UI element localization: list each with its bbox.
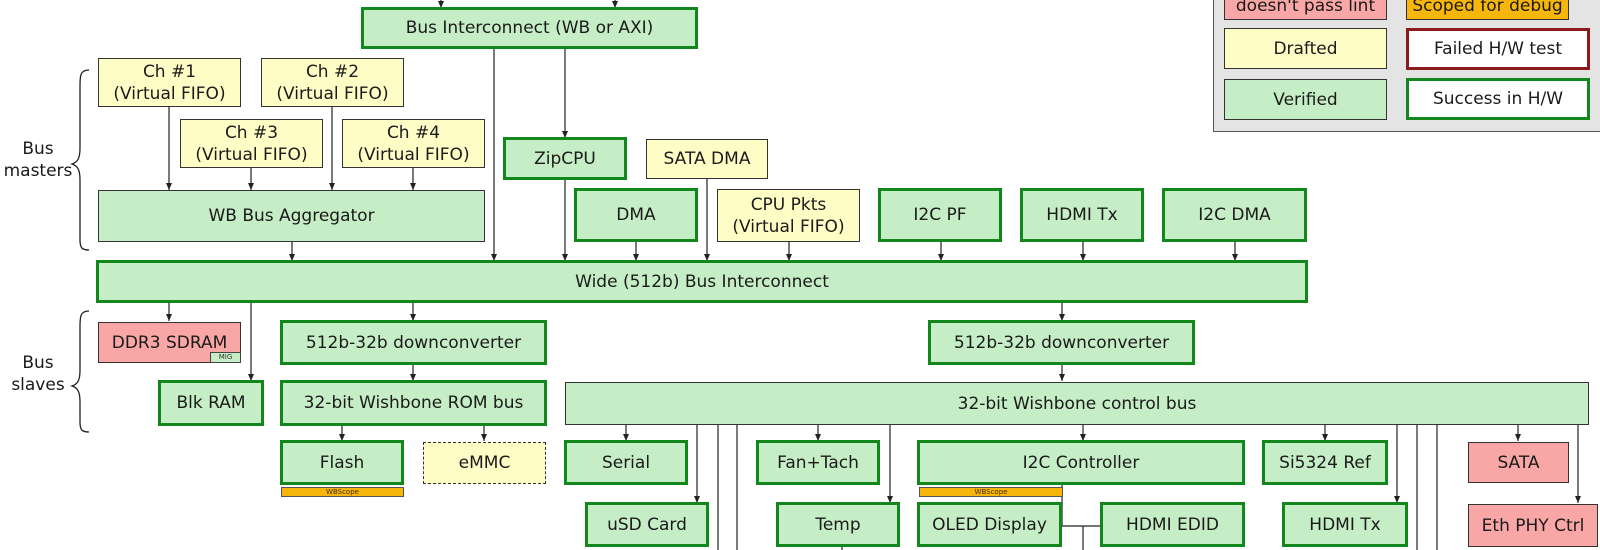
hdmi-tx-slave-block: HDMI Tx <box>1282 502 1408 547</box>
mig-tag: MIG <box>210 352 241 363</box>
sata-block: SATA <box>1468 442 1569 483</box>
bus-masters-label: Bus masters <box>3 139 73 181</box>
bus-slaves-label: Bus slaves <box>11 353 65 395</box>
i2c-pf-block: I2C PF <box>878 188 1002 242</box>
emmc-block: eMMC <box>423 442 546 484</box>
i2c-controller-block: I2C Controller <box>917 440 1245 485</box>
downconverter-left: 512b-32b downconverter <box>280 320 547 365</box>
channel-2-fifo: Ch #2 (Virtual FIFO) <box>261 58 404 107</box>
flash-block: Flash <box>280 440 404 485</box>
channel-1-fifo: Ch #1 (Virtual FIFO) <box>98 58 241 107</box>
wishbone-control-bus: 32-bit Wishbone control bus <box>565 382 1589 425</box>
hdmi-tx-master-block: HDMI Tx <box>1020 188 1144 242</box>
wishbone-rom-bus: 32-bit Wishbone ROM bus <box>280 380 547 426</box>
legend-scoped: Scoped for debug <box>1406 0 1569 20</box>
dma-block: DMA <box>574 188 698 242</box>
zipcpu-block: ZipCPU <box>503 137 627 180</box>
fan-tach-block: Fan+Tach <box>756 440 880 485</box>
cpu-pkts-fifo: CPU Pkts (Virtual FIFO) <box>717 189 860 242</box>
i2c-dma-block: I2C DMA <box>1162 188 1307 242</box>
eth-phy-ctrl-block: Eth PHY Ctrl <box>1468 504 1598 547</box>
blk-ram-block: Blk RAM <box>158 380 264 426</box>
sata-dma-block: SATA DMA <box>646 139 768 179</box>
legend-drafted: Drafted <box>1224 28 1387 69</box>
si5324-ref-block: Si5324 Ref <box>1262 440 1388 485</box>
bus-interconnect-top: Bus Interconnect (WB or AXI) <box>361 7 698 49</box>
legend-lint-fail: doesn't pass lint <box>1224 0 1387 20</box>
wb-bus-aggregator: WB Bus Aggregator <box>98 190 485 242</box>
downconverter-right: 512b-32b downconverter <box>928 320 1195 365</box>
serial-block: Serial <box>564 440 688 485</box>
hdmi-edid-block: HDMI EDID <box>1100 502 1245 547</box>
flash-wbscope-tag: WBScope <box>281 487 404 497</box>
channel-3-fifo: Ch #3 (Virtual FIFO) <box>180 119 323 168</box>
channel-4-fifo: Ch #4 (Virtual FIFO) <box>342 119 485 168</box>
legend-success-hw: Success in H/W <box>1406 78 1590 120</box>
temp-block: Temp <box>776 502 900 547</box>
oled-display-block: OLED Display <box>917 502 1062 547</box>
i2c-wbscope-tag: WBScope <box>919 487 1063 497</box>
legend-failed-hw: Failed H/W test <box>1406 28 1590 70</box>
legend-verified: Verified <box>1224 79 1387 120</box>
wide-bus-interconnect: Wide (512b) Bus Interconnect <box>96 260 1308 303</box>
usd-card-block: uSD Card <box>585 502 709 547</box>
